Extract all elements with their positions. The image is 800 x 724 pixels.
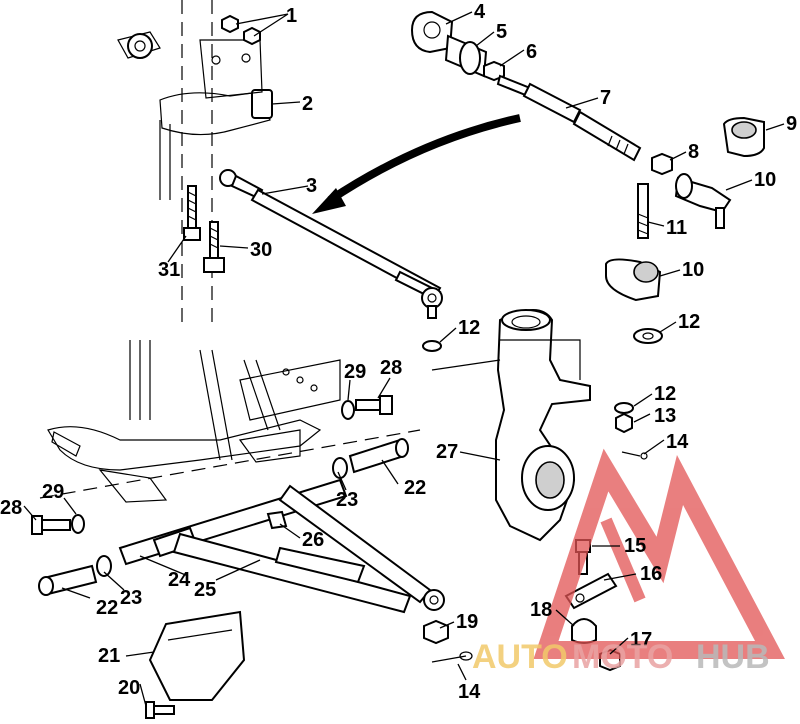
callout-14-upper: 14	[666, 431, 689, 453]
plate-16	[564, 572, 618, 610]
bolt-20	[145, 701, 175, 719]
callout-29-right: 29	[344, 361, 366, 383]
callout-13: 13	[654, 405, 676, 427]
skid-plate-21	[148, 610, 246, 701]
callout-10-lower: 10	[682, 259, 704, 281]
callout-5: 5	[496, 21, 507, 43]
callout-9: 9	[786, 113, 797, 135]
nut-6	[483, 60, 505, 82]
callout-10-upper: 10	[754, 169, 776, 191]
callout-25: 25	[194, 579, 216, 601]
callout-14-lower: 14	[458, 681, 481, 703]
rod-end-4	[410, 10, 454, 54]
assembly-arrow	[312, 114, 521, 214]
bolt-30	[203, 221, 225, 273]
callout-16: 16	[640, 563, 662, 585]
callout-4: 4	[474, 1, 486, 23]
callout-7: 7	[600, 87, 611, 109]
callout-1: 1	[286, 5, 297, 27]
tie-rod-3	[219, 169, 443, 319]
bolt-11	[637, 183, 649, 239]
bolt-28-right	[341, 395, 393, 420]
callout-12-mid: 12	[458, 317, 480, 339]
bushing-22-right	[332, 438, 409, 479]
bolt-28-left	[31, 514, 85, 535]
callout-12-lower: 12	[654, 383, 676, 405]
callout-29-left: 29	[42, 481, 64, 503]
callout-31: 31	[158, 259, 180, 281]
rod-end-10-upper	[674, 173, 732, 229]
washer-12-right	[633, 328, 663, 344]
callout-12-right: 12	[678, 311, 700, 333]
rod-end-10-lower	[605, 258, 662, 302]
callout-15: 15	[624, 535, 646, 557]
callout-8: 8	[688, 141, 699, 163]
nut-13	[615, 412, 633, 434]
callout-17: 17	[630, 629, 652, 651]
callout-19: 19	[456, 611, 478, 633]
callout-27: 27	[436, 441, 458, 463]
boot-5	[444, 34, 488, 78]
callout-2: 2	[302, 93, 313, 115]
a-arm-25	[118, 478, 445, 614]
adjuster-7	[496, 74, 642, 162]
callout-22-left: 22	[96, 597, 118, 619]
callout-11: 11	[666, 217, 687, 239]
callout-22-right: 22	[404, 477, 426, 499]
bolt-31	[183, 185, 201, 241]
washer-12-lower	[614, 402, 634, 414]
cotter-pin-14-lower	[431, 651, 473, 663]
nut-8	[651, 152, 673, 176]
callout-21: 21	[98, 645, 120, 667]
callout-3: 3	[306, 175, 317, 197]
frame	[39, 340, 421, 503]
bushing-22-left	[38, 555, 112, 596]
callout-6: 6	[526, 41, 537, 63]
watermark-moto: MOTO	[572, 638, 673, 676]
watermark-text: AUTO MOTO HUB	[472, 638, 770, 676]
nuts-1	[221, 14, 261, 46]
callout-23-left: 23	[120, 587, 142, 609]
callout-24: 24	[168, 569, 191, 591]
watermark-auto: AUTO	[472, 638, 568, 676]
callout-28-right: 28	[380, 357, 402, 379]
callout-20: 20	[118, 677, 140, 699]
callout-18: 18	[530, 599, 552, 621]
washer-12-mid	[422, 340, 442, 352]
leader-lines	[23, 11, 785, 707]
callout-23-right: 23	[336, 489, 358, 511]
watermark-logo	[533, 448, 785, 659]
callout-28-left: 28	[0, 497, 22, 519]
callout-30: 30	[250, 239, 272, 261]
watermark-hub: HUB	[696, 638, 770, 676]
spindle-27	[431, 309, 591, 542]
steering-column	[117, 0, 273, 330]
bushing-9	[722, 116, 765, 158]
nut-19	[423, 619, 449, 645]
cotter-pin-14-upper	[621, 451, 648, 460]
callout-26: 26	[302, 529, 324, 551]
callout-labels: 1 2 3 4 5 6 7 8 9 10 10 11 12 12 12 13 1…	[0, 1, 797, 703]
